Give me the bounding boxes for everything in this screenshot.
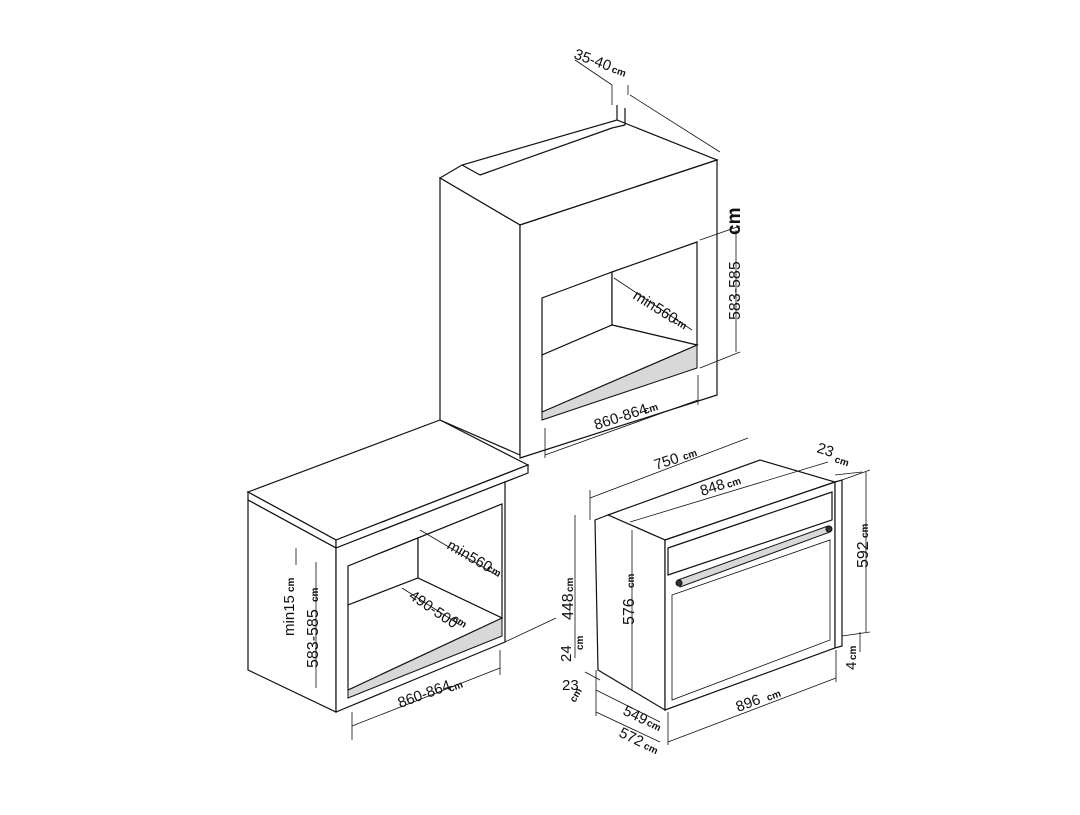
base-unit-cavity-floor	[347, 577, 504, 691]
oven-panel-thickness-label: 23	[815, 440, 836, 461]
oven-foot-label: 4	[843, 662, 860, 670]
oven	[594, 459, 843, 712]
tall-top-gap-unit: cm	[610, 64, 627, 79]
tall-unit-cavity-floor	[541, 324, 699, 413]
base-unit	[246, 419, 530, 713]
tall-width-unit: cm	[643, 402, 660, 417]
dim-line	[699, 351, 741, 369]
dim-line	[667, 677, 837, 743]
oven-control-panel	[667, 491, 833, 576]
oven-door-glass	[671, 539, 831, 701]
oven-top-depth-unit: cm	[682, 448, 699, 463]
oven-side-offset-label: 23	[562, 677, 579, 694]
oven-door-height-label: 576	[621, 598, 638, 625]
tall-height-unit: cm	[724, 208, 745, 235]
tall-unit-back-edge-2	[611, 124, 626, 129]
oven-depth-unit: cm	[645, 718, 663, 734]
oven-front-height-label: 592	[855, 541, 872, 568]
dim-line	[595, 689, 661, 723]
oven-top-depth-label: 750	[652, 450, 681, 474]
base-width-unit: cm	[447, 680, 464, 695]
oven-dimensions: 750 cm 848 cm 23 cm 592 cm 448 cm 576 cm…	[558, 437, 872, 757]
base-clearance-label: min15	[281, 595, 298, 636]
oven-front-height-unit: cm	[860, 523, 871, 538]
dim-line	[629, 461, 829, 523]
oven-panel-width-label: 848	[698, 476, 727, 500]
tall-top-gap-label: 35-40	[572, 46, 614, 75]
handle-cap	[825, 525, 833, 533]
base-unit-worktop-front	[335, 464, 529, 549]
tall-unit-back-edge	[479, 127, 613, 176]
dim-line	[841, 631, 871, 637]
dim-line	[351, 667, 501, 727]
oven-foot-unit: cm	[848, 645, 859, 660]
base-clearance-unit: cm	[286, 577, 297, 592]
dim-line	[629, 94, 721, 153]
dim-line	[574, 59, 613, 86]
handle-cap	[675, 579, 683, 587]
oven-body-height-label: 448	[560, 593, 577, 620]
oven-panel-width-unit: cm	[726, 476, 743, 491]
oven-door-height-unit: cm	[626, 573, 637, 588]
base-height-label: 583-585	[305, 609, 322, 668]
dim-line	[699, 225, 741, 241]
dim-line	[841, 469, 871, 481]
oven-panel-thickness-unit: cm	[833, 454, 850, 469]
base-height-unit: cm	[310, 587, 321, 602]
tall-unit-top-edge	[461, 164, 481, 176]
dim-line	[419, 529, 499, 577]
tall-unit	[438, 105, 719, 459]
oven-width-unit: cm	[765, 689, 782, 704]
dim-line	[834, 471, 863, 476]
oven-total-depth-unit: cm	[642, 741, 660, 757]
dim-line	[613, 277, 693, 331]
tall-height-label: 583-585	[727, 261, 744, 320]
oven-total-depth-label: 572	[616, 724, 646, 750]
tall-unit-side	[439, 176, 521, 456]
oven-bottom-offset-label: 24	[558, 645, 575, 662]
dim-line	[589, 437, 749, 499]
dim-line	[504, 617, 557, 643]
dim-line	[401, 587, 461, 626]
oven-width-label: 896	[734, 691, 763, 716]
dim-line	[595, 711, 661, 743]
oven-body-height-unit: cm	[565, 577, 576, 592]
oven-front-edge	[834, 479, 843, 649]
oven-bottom-offset-unit: cm	[575, 635, 586, 650]
dim-line	[584, 671, 601, 681]
dim-line	[544, 399, 699, 456]
